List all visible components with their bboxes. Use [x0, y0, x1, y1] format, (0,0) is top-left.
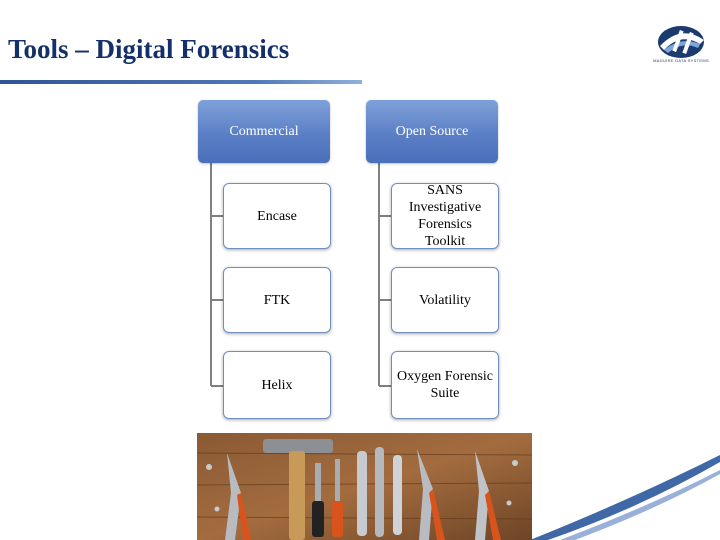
- item-sans-toolkit: SANS Investigative Forensics Toolkit: [391, 183, 499, 249]
- header-commercial: Commercial: [198, 100, 330, 163]
- slide-title: Tools – Digital Forensics: [8, 34, 290, 64]
- header-open-source: Open Source: [366, 100, 498, 163]
- item-oxygen-forensic-suite: Oxygen Forensic Suite: [391, 351, 499, 419]
- item-encase: Encase: [223, 183, 331, 249]
- item-helix: Helix: [223, 351, 331, 419]
- item-volatility: Volatility: [391, 267, 499, 333]
- company-logo: [658, 26, 704, 58]
- item-ftk: FTK: [223, 267, 331, 333]
- tools-photo: [197, 433, 532, 540]
- title-underline: [0, 80, 362, 84]
- logo-caption: MAGUIRE DATA SYSTEMS: [653, 58, 709, 63]
